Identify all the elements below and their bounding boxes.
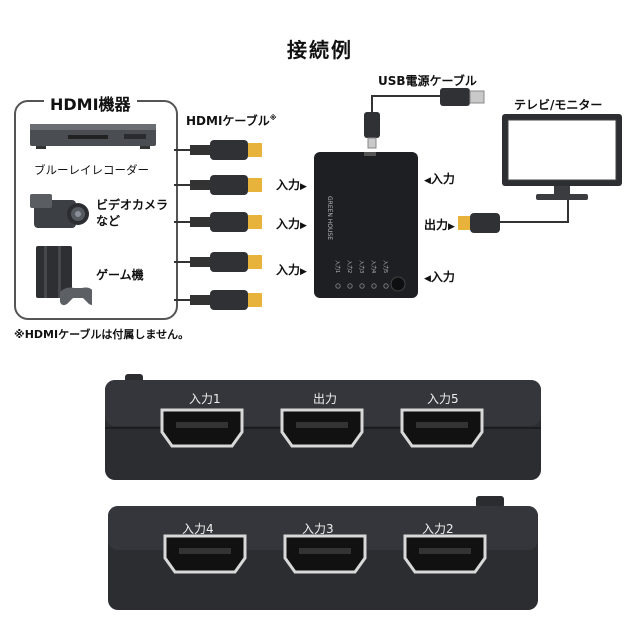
switch-led-label: 入力4 [370, 260, 377, 273]
switch-front-panel [105, 374, 541, 480]
led-indicator-icon [371, 283, 377, 289]
switch-brand-text: GREEN HOUSE [326, 196, 333, 240]
hdmi-port-icon [160, 408, 244, 448]
led-indicator-icon [359, 283, 365, 289]
back-port-label-1: 入力4 [182, 522, 214, 536]
hdmi-port-icon [163, 534, 247, 574]
output-label: 出力▶ [424, 218, 455, 232]
camera-label-line1: ビデオカメラ [96, 198, 169, 212]
input-label-left-3: 入力▶ [276, 263, 307, 277]
input-label-left-1: 入力▶ [276, 178, 307, 192]
bluray-label: ブルーレイレコーダー [34, 163, 149, 177]
game-console-icon [36, 246, 92, 306]
hdmi-port-icon [283, 534, 367, 574]
tv-label: テレビ/モニター [514, 98, 603, 112]
tv-monitor-icon [502, 114, 622, 200]
input-label-right-1: ◀入力 [424, 172, 455, 186]
input-hdmi-cable [190, 212, 262, 232]
led-indicator-icon [335, 283, 341, 289]
back-port-label-2: 入力3 [302, 522, 334, 536]
front-port-label-3: 入力5 [427, 392, 459, 406]
cable-not-included-note: ※HDMIケーブルは付属しません。 [14, 328, 190, 341]
input-label-right-2: ◀入力 [424, 270, 455, 284]
camera-label-line2: など [96, 214, 121, 228]
front-port-label-1: 入力1 [189, 392, 221, 406]
devices-group-heading: HDMI機器 [44, 91, 137, 115]
led-indicator-icon [347, 283, 353, 289]
game-label: ゲーム機 [96, 268, 144, 282]
diagram-title: 接続例 [287, 38, 353, 62]
video-camera-icon [30, 194, 89, 228]
back-port-label-3: 入力2 [422, 522, 454, 536]
hdmi-switch-top-view: GREEN HOUSE 入力1 入力2 入力3 入力4 入力5 [314, 152, 418, 298]
front-port-label-2: 出力 [313, 392, 338, 406]
hdmi-cable-label: HDMIケーブル※ [186, 114, 277, 128]
usb-cable-label: USB電源ケーブル [378, 74, 477, 88]
input-hdmi-cable [190, 290, 262, 310]
input-hdmi-cable [190, 252, 262, 272]
micro-usb-plug-icon [364, 112, 380, 149]
switch-led-label: 入力2 [346, 260, 353, 273]
led-indicator-icon [383, 283, 389, 289]
hdmi-port-icon [280, 408, 364, 448]
usb-plug-icon [440, 88, 485, 106]
bluray-recorder-icon [30, 124, 156, 149]
input-hdmi-cable [190, 175, 262, 195]
switch-led-label: 入力3 [358, 260, 365, 273]
switch-button-icon [390, 276, 406, 292]
hdmi-port-icon [400, 408, 484, 448]
input-hdmi-cable [190, 140, 262, 160]
input-label-left-2: 入力▶ [276, 217, 307, 231]
switch-led-label: 入力1 [334, 260, 341, 273]
hdmi-port-icon [403, 534, 487, 574]
switch-led-label: 入力5 [382, 260, 389, 273]
output-hdmi-plug-icon [458, 213, 500, 233]
switch-back-panel [108, 496, 538, 610]
